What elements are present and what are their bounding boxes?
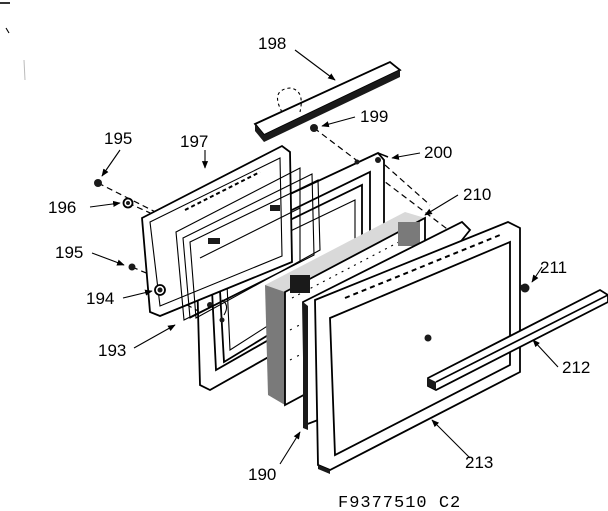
callout-211: 211 [540, 258, 567, 277]
callout-195-upper: 195 [104, 129, 132, 148]
callout-198: 198 [258, 34, 286, 53]
leader-lines [89, 49, 559, 465]
callout-199: 199 [360, 107, 388, 126]
callout-213: 213 [465, 453, 493, 472]
callout-193: 193 [98, 341, 126, 360]
callout-200: 200 [424, 143, 452, 162]
part-198-handle-bracket [253, 60, 402, 142]
part-213-outer-door [314, 221, 521, 474]
callout-190: 190 [248, 465, 276, 484]
part-199-screw [310, 124, 318, 132]
part-195-screw-upper [94, 179, 102, 187]
part-212-handle-bar [427, 288, 608, 392]
part-200-door-panel [377, 152, 389, 158]
callout-212: 212 [562, 358, 590, 377]
small-screws [94, 179, 432, 342]
callout-210: 210 [463, 185, 491, 204]
drawing-code: F9377510 C2 [338, 494, 461, 511]
part-195-screw-lower [128, 263, 136, 271]
callout-197: 197 [180, 132, 208, 151]
scan-marks [0, 2, 26, 81]
callout-195-lower: 195 [55, 243, 83, 262]
callout-194: 194 [86, 289, 114, 308]
part-197-gasket-frame [141, 144, 321, 321]
callout-196: 196 [48, 198, 76, 217]
part-211-screw [520, 283, 530, 293]
callout-labels: 198 199 200 195 197 196 210 195 211 194 … [48, 34, 590, 484]
